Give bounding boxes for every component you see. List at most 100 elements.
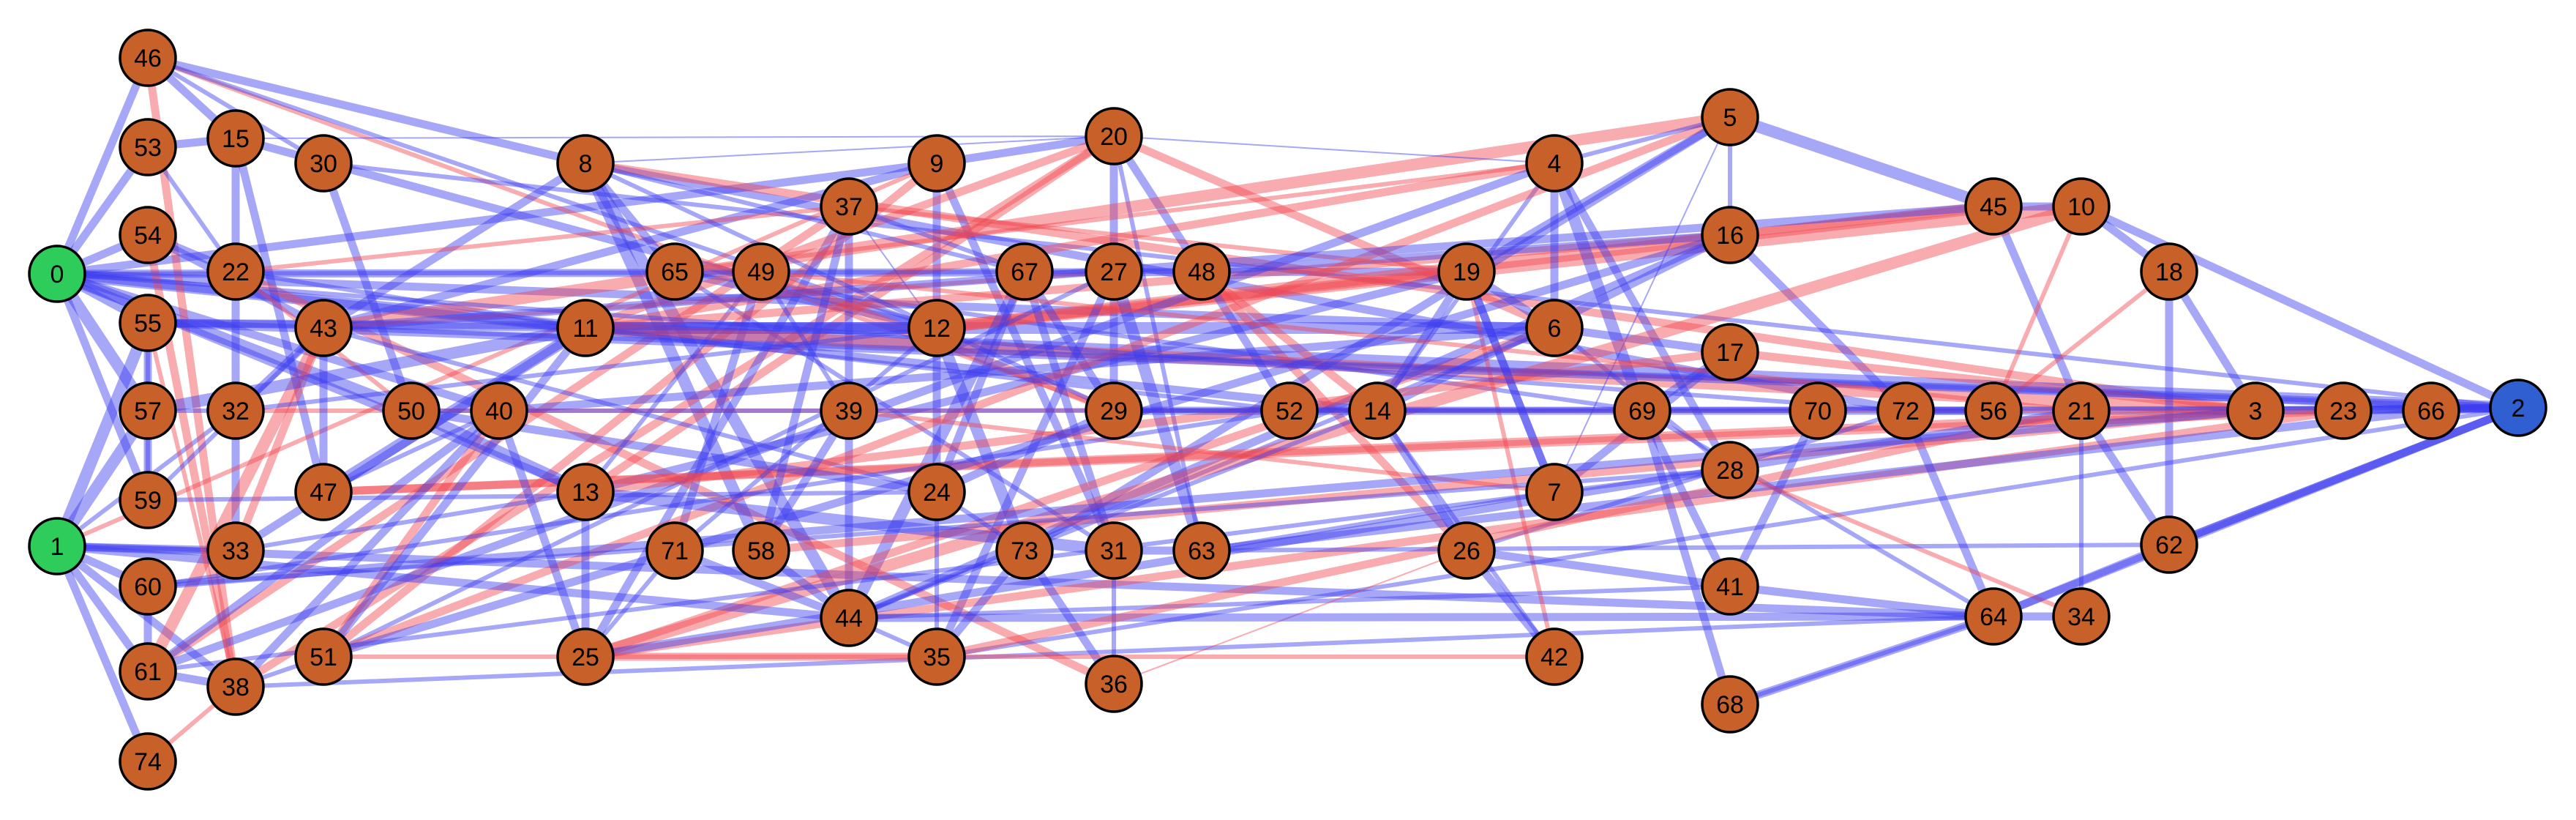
node-label: 44 xyxy=(835,605,863,633)
edge-10-25 xyxy=(583,201,2083,663)
edge-67-24 xyxy=(932,269,1029,494)
node-circle xyxy=(119,29,177,87)
edge-7-39 xyxy=(848,409,1555,494)
edge-7-19 xyxy=(1462,269,1559,494)
node-label: 30 xyxy=(310,150,337,178)
node-circle xyxy=(1789,381,1847,440)
node-63: 63 xyxy=(1172,521,1231,580)
node-label: 22 xyxy=(222,258,250,286)
node-label: 58 xyxy=(747,537,775,565)
edge-0-59 xyxy=(53,272,152,502)
node-74: 74 xyxy=(119,732,177,791)
edge-0-6 xyxy=(56,269,1555,332)
node-label: 59 xyxy=(134,487,162,515)
node-circle xyxy=(645,242,704,301)
edge-64-41 xyxy=(1729,582,1994,621)
node-71: 71 xyxy=(645,521,704,580)
node-label: 26 xyxy=(1453,537,1480,565)
node-5: 5 xyxy=(1701,88,1759,146)
edge-8-58 xyxy=(580,160,767,554)
node-circle xyxy=(119,642,177,701)
node-60: 60 xyxy=(119,557,177,616)
node-55: 55 xyxy=(119,294,177,352)
node-label: 71 xyxy=(661,537,689,565)
node-13: 13 xyxy=(556,463,615,521)
node-label: 35 xyxy=(923,644,951,671)
edge-41-26 xyxy=(1466,546,1731,591)
node-11: 11 xyxy=(556,299,615,357)
node-circle xyxy=(1085,381,1143,440)
edge-38-55 xyxy=(146,322,238,687)
node-label: 39 xyxy=(835,398,863,425)
node-58: 58 xyxy=(732,521,790,580)
node-62: 62 xyxy=(2140,515,2198,574)
node-label: 52 xyxy=(1276,398,1303,425)
node-12: 12 xyxy=(907,299,966,357)
edge-3-47 xyxy=(323,406,2256,496)
node-circle xyxy=(907,134,966,193)
edge-6-40 xyxy=(498,324,1555,415)
node-circle xyxy=(907,299,966,357)
edge-33-1 xyxy=(56,544,236,553)
node-label: 56 xyxy=(1980,398,2007,425)
edge-1-74 xyxy=(53,544,152,764)
edge-62-2 xyxy=(2167,403,2520,549)
node-label: 65 xyxy=(661,258,689,286)
node-8: 8 xyxy=(556,134,615,193)
edge-27-51 xyxy=(322,269,1115,659)
node-label: 54 xyxy=(134,222,162,250)
edge-40-38 xyxy=(233,408,502,690)
node-52: 52 xyxy=(1260,381,1319,440)
edge-17-3 xyxy=(1729,348,2256,415)
edge-16-72 xyxy=(1727,232,1909,414)
edge-49-13 xyxy=(583,270,763,493)
node-label: 49 xyxy=(747,258,775,286)
node-3: 3 xyxy=(2226,381,2285,440)
edge-64-38 xyxy=(235,614,1994,689)
node-circle xyxy=(2314,381,2373,440)
node-circle xyxy=(1964,381,2023,440)
node-circle xyxy=(2140,242,2198,301)
edge-27-63 xyxy=(1108,269,1208,553)
edge-2-3 xyxy=(2255,403,2519,415)
edge-19-13 xyxy=(584,267,1468,496)
edge-35-21 xyxy=(935,406,2083,661)
node-circle xyxy=(1525,463,1584,521)
edge-65-31 xyxy=(673,269,1115,553)
node-circle xyxy=(556,463,615,521)
node-circle xyxy=(1701,675,1759,734)
node-56: 56 xyxy=(1964,381,2023,440)
node-circle xyxy=(206,381,265,440)
edge-8-43 xyxy=(321,160,588,332)
node-23: 23 xyxy=(2314,381,2373,440)
node-label: 36 xyxy=(1100,671,1128,698)
node-label: 10 xyxy=(2067,193,2095,221)
node-circle xyxy=(820,177,878,236)
node-label: 34 xyxy=(2067,603,2095,631)
edge-58-37 xyxy=(757,205,853,552)
node-17: 17 xyxy=(1701,323,1759,381)
node-label: 37 xyxy=(835,193,863,221)
node-59: 59 xyxy=(119,471,177,529)
node-22: 22 xyxy=(206,242,265,301)
edge-46-8 xyxy=(146,53,587,168)
edge-8-72 xyxy=(584,159,1907,415)
node-21: 21 xyxy=(2052,381,2111,440)
node-circle xyxy=(995,521,1054,580)
edge-19-42 xyxy=(1464,271,1557,657)
edge-8-44 xyxy=(580,160,854,622)
edge-0-14 xyxy=(56,269,1378,415)
edge-44-64 xyxy=(848,612,1994,622)
node-45: 45 xyxy=(1964,177,2023,236)
node-7: 7 xyxy=(1525,463,1584,521)
edge-66-63 xyxy=(1201,406,2432,555)
edge-1-64 xyxy=(56,542,1994,621)
node-circle xyxy=(556,299,615,357)
node-label: 0 xyxy=(50,261,64,288)
node-circle xyxy=(1525,299,1584,357)
edge-32-12 xyxy=(235,326,937,413)
edge-30-50 xyxy=(319,162,416,412)
node-57: 57 xyxy=(119,381,177,440)
node-circle xyxy=(1085,242,1143,301)
node-circle xyxy=(2052,587,2111,646)
